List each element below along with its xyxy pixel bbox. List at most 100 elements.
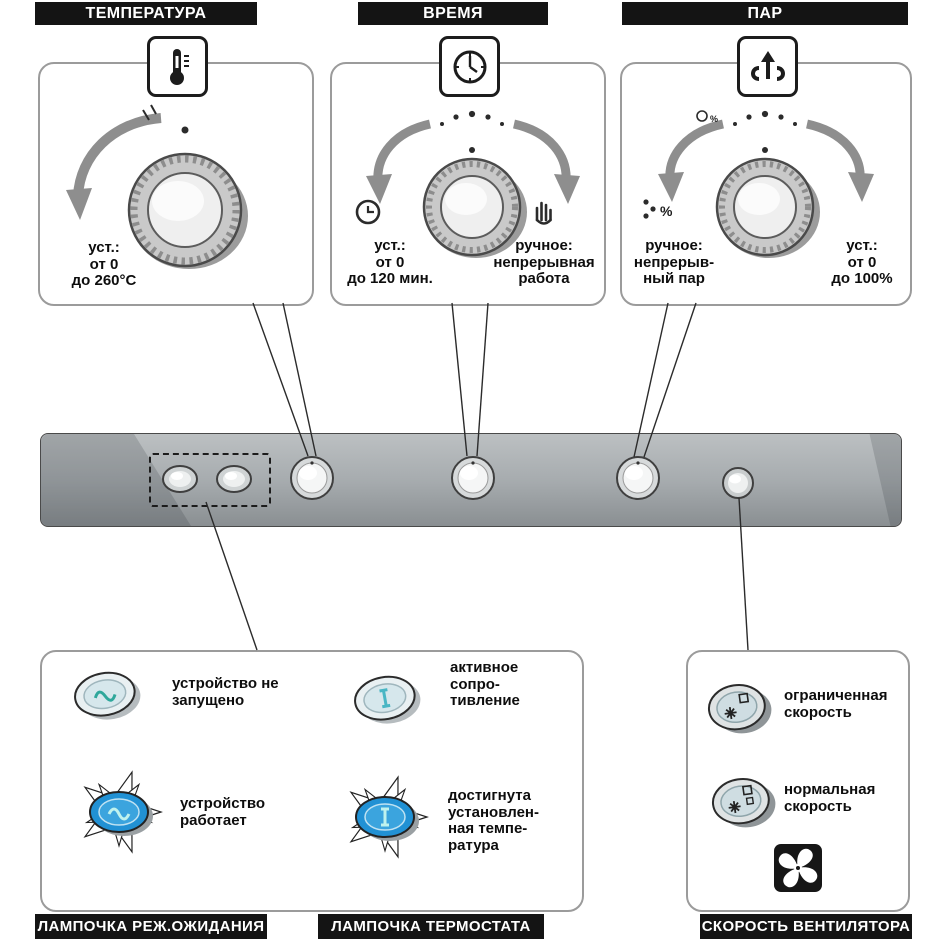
time-knob[interactable] <box>450 455 496 501</box>
standby-light-right[interactable] <box>215 464 253 494</box>
fan-limited-speed-button <box>707 684 772 734</box>
range-line: уст.: <box>374 237 406 254</box>
clock-icon <box>453 50 486 83</box>
label-line: скорость <box>784 797 852 815</box>
fan-limited-label: ограниченная скорость <box>784 687 888 721</box>
temperature-knob[interactable] <box>289 455 335 501</box>
steam-range-label: уст.: от 0 до 100% <box>822 237 902 288</box>
range-line: от 0 <box>847 253 877 271</box>
manual-line: ручное: <box>515 237 573 254</box>
temperature-range-label: уст.: от 0 до 260°C <box>52 239 156 290</box>
label-line: устройство <box>180 795 266 812</box>
time-instruction-panel: уст.: от 0 до 120 мин. ручное: непрерывн… <box>330 62 606 306</box>
range-line: до 100% <box>831 270 893 287</box>
fan-icon <box>774 844 822 892</box>
label-line: ограниченная <box>784 687 888 704</box>
control-strip <box>40 433 902 527</box>
label-line: тивление <box>450 692 520 709</box>
fan-speed-panel: ограниченная скорость нормальная скорост… <box>686 650 910 912</box>
steam-icon <box>750 50 785 81</box>
ccw-arrowhead <box>66 188 92 220</box>
header-steam: ПАР <box>622 2 908 25</box>
heater-bar-glyph <box>379 688 391 709</box>
snowflake-icon <box>728 801 741 814</box>
manual-line: непрерыв- <box>633 253 715 271</box>
min-tick-icon <box>142 104 157 121</box>
footer-standby-lamp: ЛАМПОЧКА РЕЖ.ОЖИДАНИЯ <box>35 914 267 939</box>
manual-line: ручное: <box>645 237 703 254</box>
cw-arrowhead <box>848 172 874 202</box>
steam-instruction-panel: % % ручное: непрерыв- ный пар уст.: от 0… <box>620 62 912 306</box>
footer-fan-speed: СКОРОСТЬ ВЕНТИЛЯТОРА <box>700 914 912 939</box>
ccw-arrowhead <box>658 172 684 202</box>
thermometer-icon <box>169 48 189 85</box>
label-line: достигнута <box>448 787 531 804</box>
clock-mode-icon <box>355 199 381 225</box>
label-line: сопро- <box>450 675 500 693</box>
range-line: от 0 <box>375 253 405 271</box>
fan-normal-speed-button <box>711 778 776 828</box>
label-line: устройство не <box>172 675 279 692</box>
steam-knob[interactable] <box>615 455 661 501</box>
knob-indicator-dot <box>762 147 768 153</box>
ccw-arrowhead <box>366 174 392 204</box>
header-time: ВРЕМЯ <box>358 2 548 25</box>
steam-knob-illustration: % % <box>643 110 874 258</box>
range-line: от 0 <box>89 255 119 273</box>
knob-indicator-dot <box>181 126 189 134</box>
standby-lamp-off <box>74 671 141 720</box>
standby-light-left[interactable] <box>161 464 199 494</box>
standby-off-label: устройство не запущено <box>172 675 279 709</box>
fan-speed-button[interactable] <box>721 466 755 500</box>
cw-arrowhead <box>554 174 580 204</box>
steam-manual-icon: % <box>643 199 673 219</box>
temperature-knob-illustration <box>66 104 248 269</box>
steam-setting-icon: % <box>696 110 718 124</box>
bezel-setting-marks <box>440 110 504 126</box>
power-wave-glyph <box>93 690 117 702</box>
manual-line: работа <box>518 270 570 287</box>
steam-manual-label: ручное: непрерыв- ный пар <box>626 237 722 288</box>
range-line: уст.: <box>88 239 120 256</box>
power-wave-glyph <box>107 807 131 821</box>
label-line: ная темпе- <box>448 820 528 837</box>
clock-iconbox <box>439 36 500 97</box>
thermostat-lamp-off <box>354 675 421 724</box>
manual-line: ный пар <box>643 270 705 287</box>
label-line: установлен- <box>448 803 539 821</box>
thermostat-lamp-on <box>349 775 429 859</box>
vent-box-icon <box>741 784 753 796</box>
time-range-label: уст.: от 0 до 120 мин. <box>340 237 440 288</box>
vent-box-icon <box>745 796 755 806</box>
fan-normal-label: нормальная скорость <box>784 781 876 815</box>
label-line: скорость <box>784 703 852 721</box>
bezel-setting-marks <box>733 110 797 126</box>
percent-symbol: % <box>660 203 673 219</box>
thermostat-on-label: достигнута установлен- ная темпе- ратура <box>448 787 539 854</box>
range-line: уст.: <box>846 237 878 254</box>
indicator-lamps-panel: устройство не запущено устройство работа… <box>40 650 584 912</box>
label-line: нормальная <box>784 781 876 798</box>
time-manual-label: ручное: непрерывная работа <box>492 237 596 288</box>
knob-indicator-dot <box>469 147 475 153</box>
footer-thermostat-lamp: ЛАМПОЧКА ТЕРМОСТАТА <box>318 914 544 939</box>
snowflake-icon <box>724 707 737 720</box>
strip-right-shading <box>869 434 901 526</box>
time-knob-illustration <box>355 110 580 258</box>
percent-symbol: % <box>710 114 718 124</box>
label-line: работает <box>180 811 247 829</box>
standby-lamp-on <box>83 770 163 854</box>
hand-manual-icon <box>535 201 552 225</box>
thermometer-iconbox <box>147 36 208 97</box>
steam-iconbox <box>737 36 798 97</box>
manual-line: непрерывная <box>493 253 595 271</box>
range-line: до 120 мин. <box>347 270 433 287</box>
standby-on-label: устройство работает <box>180 795 266 829</box>
heater-bar-glyph <box>381 807 389 827</box>
header-temperature: ТЕМПЕРАТУРА <box>35 2 257 25</box>
thermostat-off-label: активное сопро- тивление <box>450 659 520 710</box>
range-line: до 260°C <box>71 272 137 289</box>
label-line: активное <box>450 659 519 676</box>
label-line: ратура <box>448 836 499 854</box>
